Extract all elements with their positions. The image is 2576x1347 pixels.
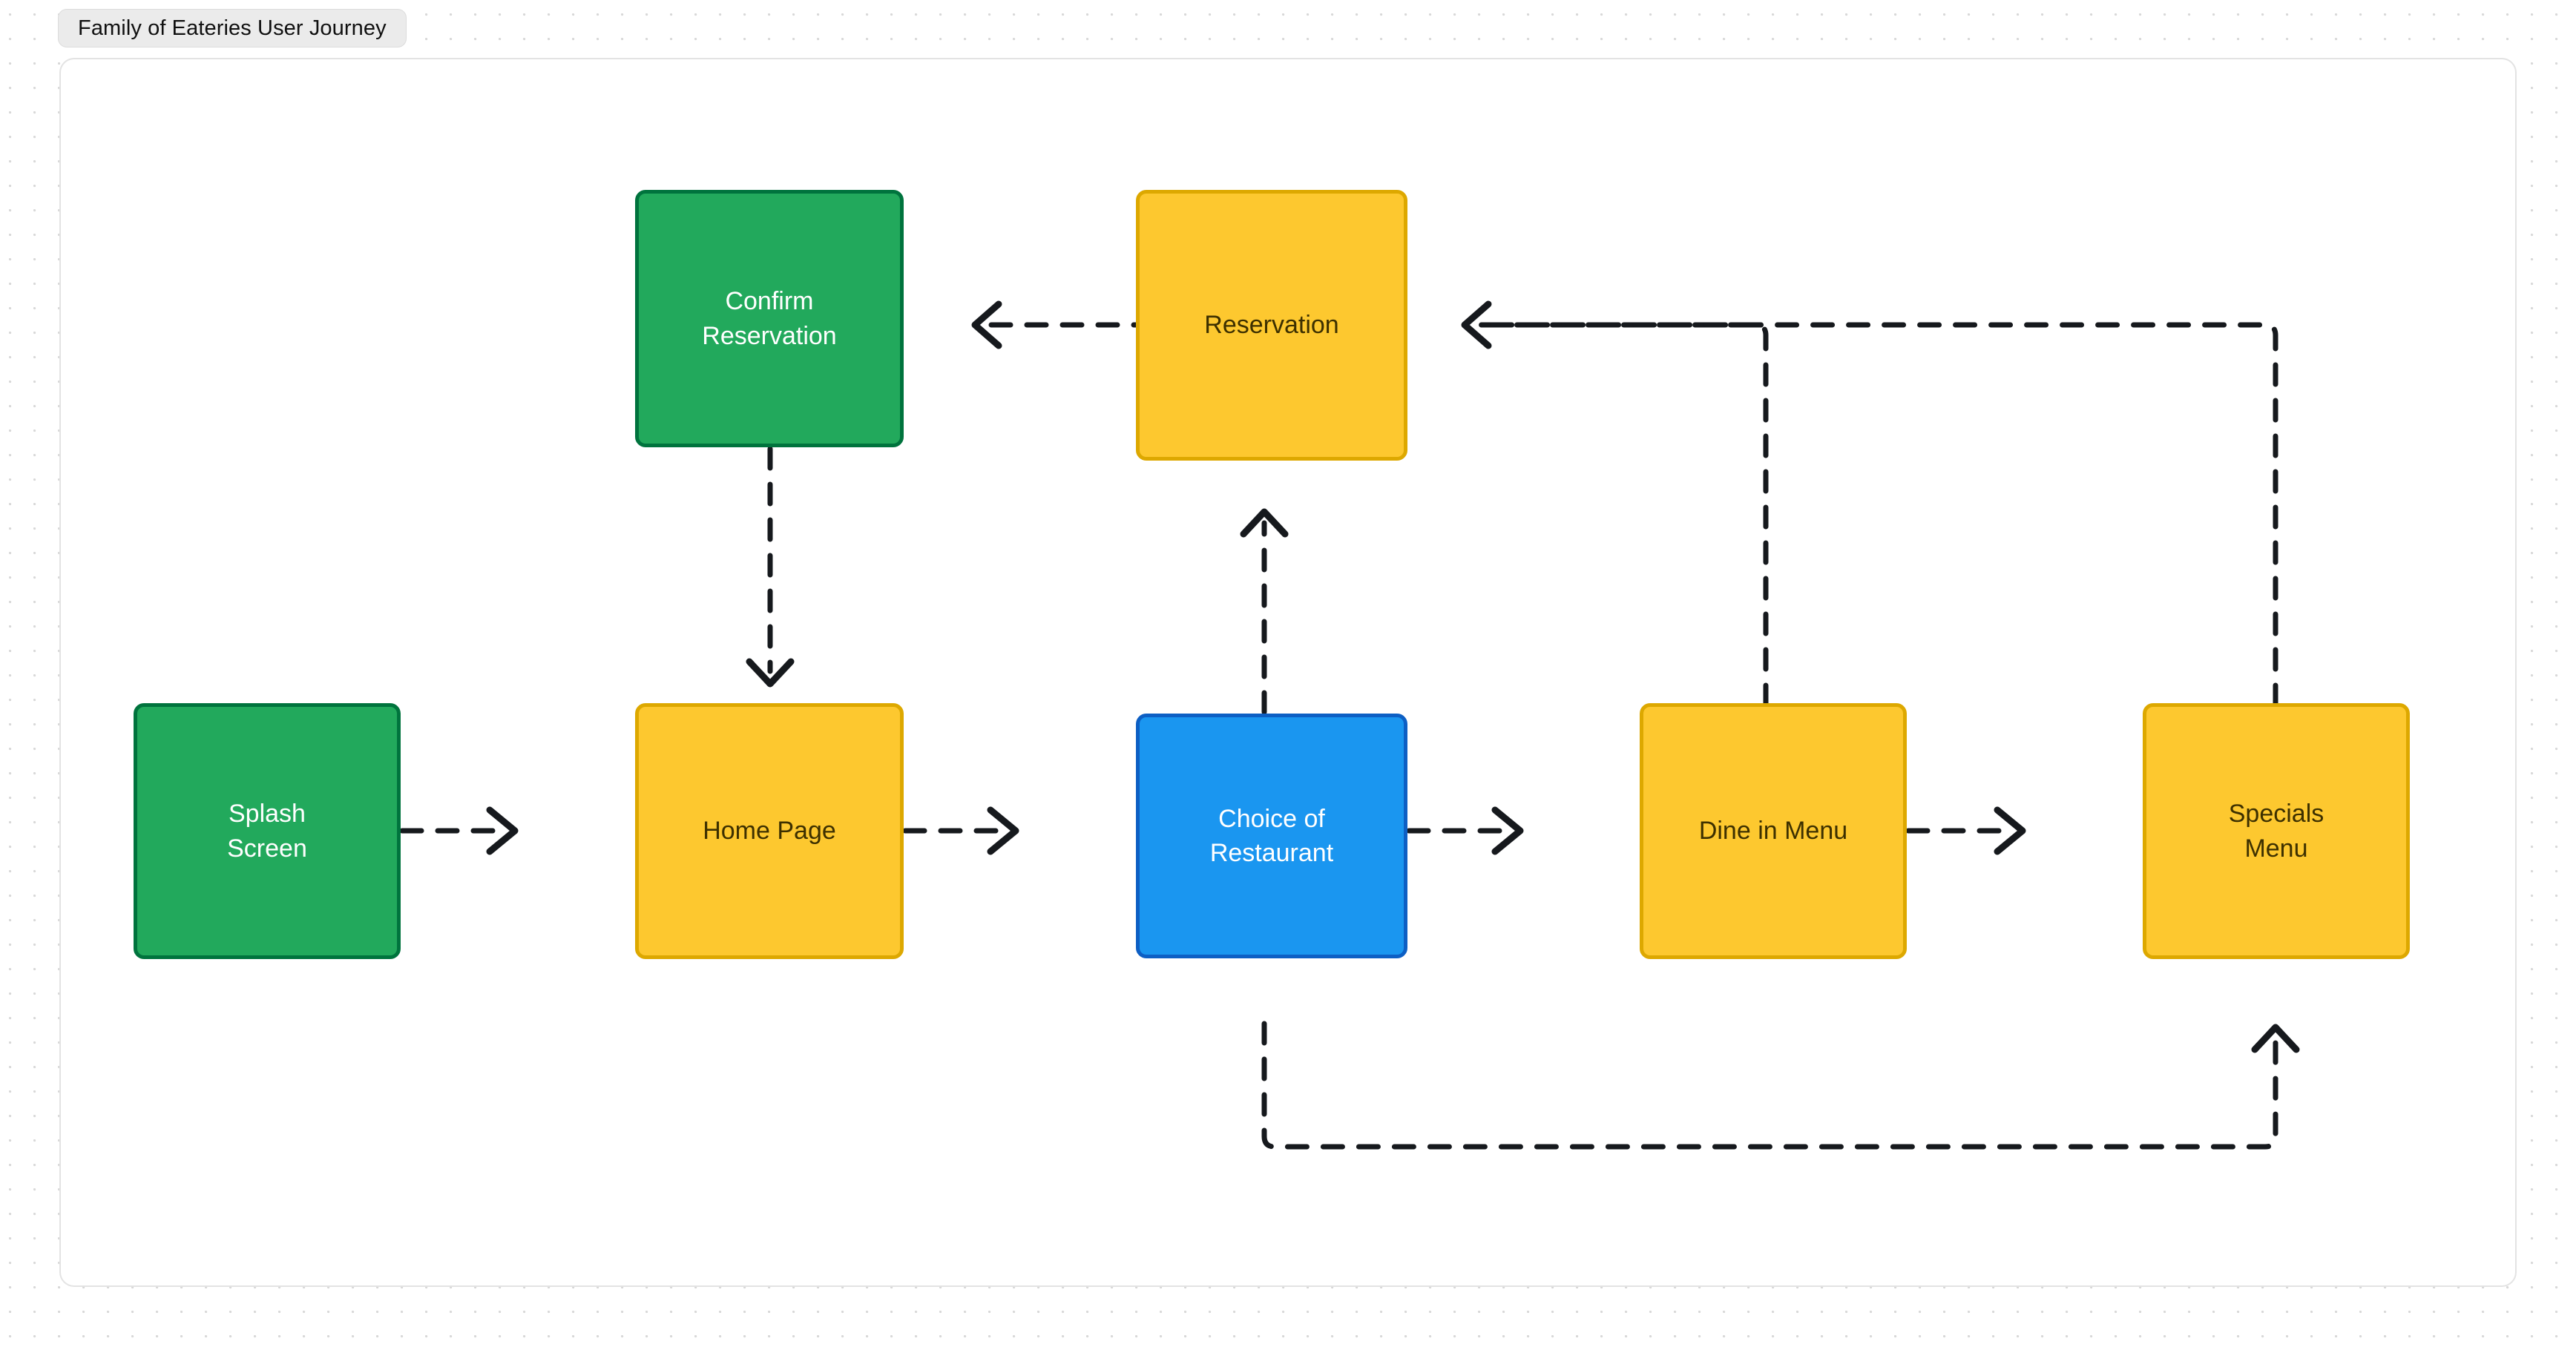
node-splash-screen[interactable]: Splash Screen: [134, 703, 401, 959]
node-label: Confirm Reservation: [702, 287, 837, 350]
node-home-page[interactable]: Home Page: [635, 703, 904, 959]
diagram-title-chip[interactable]: Family of Eateries User Journey: [58, 9, 407, 47]
arrowhead-choice-to-reservation: [1240, 508, 1289, 538]
node-label: Home Page: [703, 817, 836, 846]
diagram-canvas[interactable]: Splash Screen Confirm Reservation Home P…: [59, 58, 2517, 1287]
edge-dine-in-to-reservation: [1475, 322, 1769, 708]
node-label: Specials Menu: [2228, 800, 2324, 863]
arrowhead-choice-to-dine-in: [1491, 806, 1524, 855]
node-label: Dine in Menu: [1698, 817, 1848, 846]
node-label: Splash Screen: [227, 800, 307, 863]
arrowhead-dine-in-to-specials: [1994, 806, 2026, 855]
node-label: Reservation: [1204, 311, 1339, 340]
diagram-title-label: Family of Eateries User Journey: [78, 16, 387, 40]
arrowhead-reservation-to-confirm: [971, 300, 1002, 349]
node-label: Choice of Restaurant: [1209, 804, 1334, 867]
edge-specials-to-reservation: [1475, 322, 2278, 708]
edge-choice-to-specials-loop: [1261, 1021, 2278, 1150]
node-specials-menu[interactable]: Specials Menu: [2143, 703, 2410, 959]
node-confirm-reservation[interactable]: Confirm Reservation: [635, 190, 904, 447]
arrowhead-into-reservation-right: [1461, 300, 1492, 349]
arrowhead-splash-to-home: [486, 806, 519, 855]
arrowhead-home-to-choice: [987, 806, 1019, 855]
node-choice-of-restaurant[interactable]: Choice of Restaurant: [1136, 714, 1407, 958]
arrowhead-confirm-to-home: [746, 658, 795, 688]
arrowhead-loop-into-specials: [2251, 1024, 2300, 1053]
node-reservation[interactable]: Reservation: [1136, 190, 1407, 461]
node-dine-in-menu[interactable]: Dine in Menu: [1640, 703, 1907, 959]
